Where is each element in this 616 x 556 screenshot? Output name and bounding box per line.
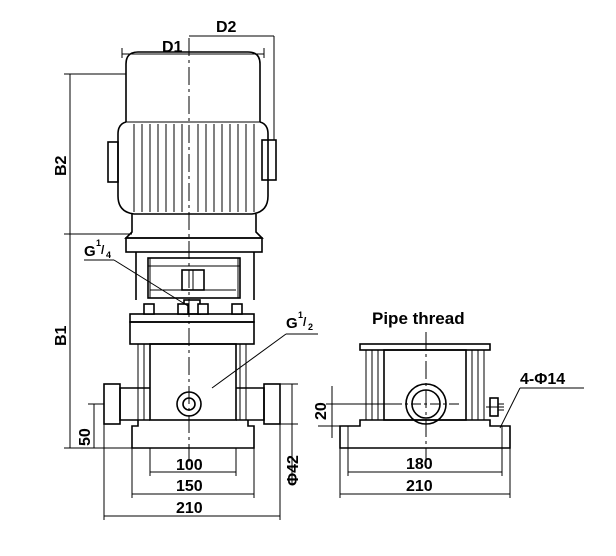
dim-210-side-label: 210 xyxy=(406,478,433,495)
d1-dimension: D1 xyxy=(121,39,265,58)
d1-label: D1 xyxy=(162,39,183,56)
motor-cooling-fins xyxy=(133,124,255,212)
inlet-flange xyxy=(103,383,121,425)
g-half-slash: / xyxy=(303,315,307,329)
dim-210-front-label: 210 xyxy=(176,500,203,517)
dim-20: 20 xyxy=(313,386,392,438)
dim-phi42: Φ42 xyxy=(280,383,302,486)
tie-bolts xyxy=(137,344,247,420)
coupling-guard xyxy=(147,257,241,299)
motor-stool-top xyxy=(125,237,263,253)
dim-180-label: 180 xyxy=(406,456,433,473)
dim-210-front: 210 xyxy=(103,424,281,520)
dim-150-label: 150 xyxy=(176,478,203,495)
b1-label: B1 xyxy=(53,325,70,346)
g-quarter-label: G xyxy=(84,243,96,260)
dim-180: 180 xyxy=(347,426,503,476)
g-half-label: G xyxy=(286,315,298,332)
side-tie-bolts xyxy=(365,350,485,420)
g-half-callout: G 1 / 2 xyxy=(211,310,318,389)
terminal-box xyxy=(261,139,277,181)
dim-50-label: 50 xyxy=(77,428,94,446)
g-half-denominator: 2 xyxy=(308,322,313,332)
side-top-plate xyxy=(359,343,491,351)
motor-body xyxy=(117,121,269,215)
g-quarter-denominator: 4 xyxy=(106,250,111,260)
motor-flange xyxy=(124,214,264,239)
outlet-flange xyxy=(263,383,281,425)
motor-fan-cover xyxy=(125,51,261,122)
dim-100-label: 100 xyxy=(176,457,203,474)
dim-20-label: 20 xyxy=(313,402,330,420)
g-quarter-numerator: 1 xyxy=(96,238,101,248)
pipe-thread-label: Pipe thread xyxy=(372,309,465,328)
inlet-nozzle xyxy=(119,387,150,421)
side-body xyxy=(383,349,467,421)
g-quarter-slash: / xyxy=(101,243,105,257)
pump-base xyxy=(131,420,255,449)
dim-100: 100 xyxy=(149,448,237,476)
d2-dimension: D2 xyxy=(189,19,275,140)
b1-dimension: B1 xyxy=(53,234,132,449)
bolt-holes-callout: 4-Φ14 xyxy=(499,371,584,429)
b2-dimension: B2 xyxy=(53,73,132,235)
dim-phi42-label: Φ42 xyxy=(285,455,302,486)
coupling-housing xyxy=(135,252,255,300)
dim-50: 50 xyxy=(77,403,104,448)
pump-head xyxy=(129,321,255,345)
side-view: Pipe thread 4-Φ14 xyxy=(313,309,584,498)
g-half-numerator: 1 xyxy=(298,310,303,320)
dim-210-side: 210 xyxy=(339,448,511,498)
front-view: D1 D2 B2 B1 50 xyxy=(53,19,318,520)
g-quarter-callout: G 1 / 4 xyxy=(84,238,189,307)
dim-150: 150 xyxy=(131,448,255,498)
pump-head-flange xyxy=(129,313,255,323)
pump-head-nuts xyxy=(143,303,243,315)
d2-label: D2 xyxy=(216,19,237,36)
motor-left-boss xyxy=(107,141,119,183)
pump-sleeve xyxy=(149,343,237,421)
bolt-holes-label: 4-Φ14 xyxy=(520,371,565,388)
b2-label: B2 xyxy=(53,155,70,176)
